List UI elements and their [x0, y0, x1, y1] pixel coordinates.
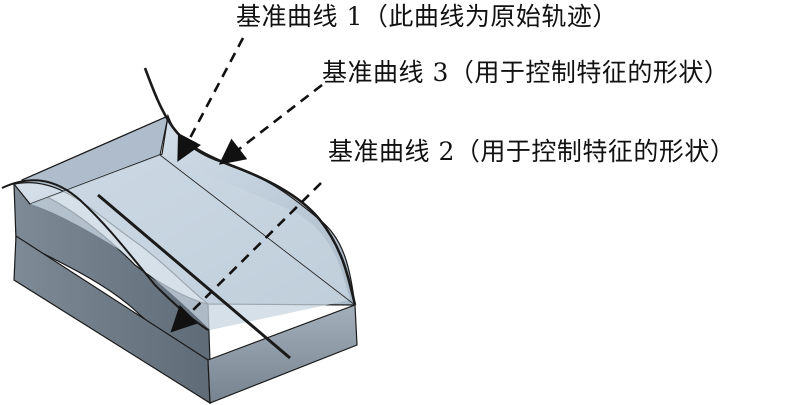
callout-datum-curve-3: 基准曲线 3（用于控制特征的形状）: [322, 58, 730, 87]
callout-datum-curve-2: 基准曲线 2（用于控制特征的形状）: [328, 137, 736, 166]
back-top-edge: [21, 115, 169, 181]
callout-datum-curve-1: 基准曲线 1（此曲线为原始轨迹）: [236, 2, 618, 31]
leader-arrow-curve-1: [177, 37, 245, 162]
datum-curve-1: [143, 67, 357, 306]
leader-arrow-curve-2: [170, 182, 322, 333]
trough-reference-line: [159, 154, 356, 306]
leader-arrow-curve-3: [218, 83, 323, 165]
right-side-face: [207, 304, 358, 404]
trough-floor: [30, 155, 350, 330]
datum-curve-3: [97, 193, 291, 360]
